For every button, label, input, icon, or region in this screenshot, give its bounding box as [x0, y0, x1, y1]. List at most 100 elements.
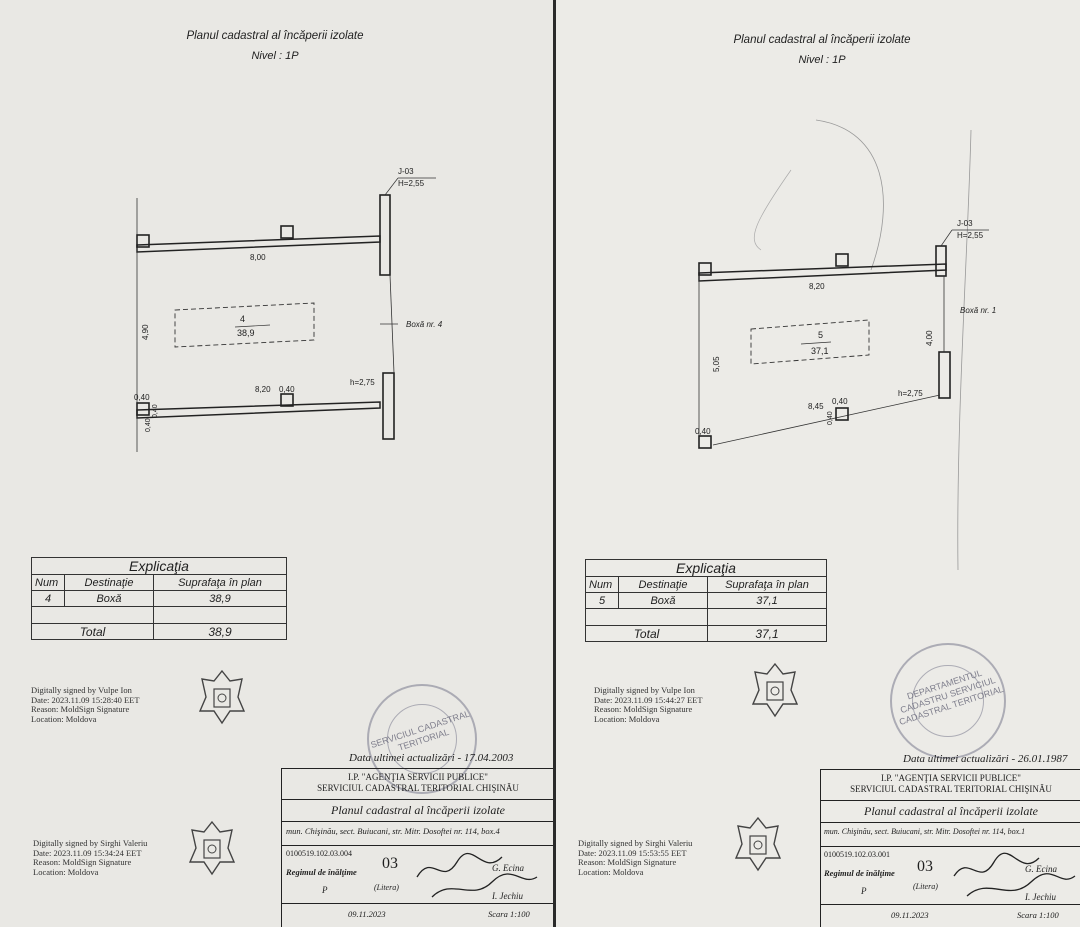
explication-table: Explicaţia Num Destinaţie Suprafaţa în p…	[31, 557, 287, 640]
explication-header: Explicaţia	[585, 559, 827, 577]
box-label: Boxă nr. 4	[406, 320, 443, 329]
right-wall-lower	[938, 351, 951, 399]
digital-signature-1: Digitally signed by Vulpe Ion Date: 2023…	[31, 685, 140, 724]
signature-line: Date: 2023.11.09 15:28:40 EET	[31, 694, 140, 705]
regime-value: P	[322, 885, 328, 895]
top-width-label: 8,20	[809, 282, 825, 291]
issue-date: 09.11.2023	[348, 909, 386, 919]
signature-line: Reason: MoldSign Signature	[578, 857, 677, 867]
pillar-dim-label: 0,40	[832, 397, 848, 406]
handwritten-signature	[416, 853, 538, 898]
col-num: Num	[585, 576, 619, 593]
signature-line: Reason: MoldSign Signature	[33, 857, 132, 867]
person-2: I. Jechiu	[1025, 892, 1056, 902]
col-num: Num	[31, 574, 65, 591]
height-mark-2: H=2,55	[957, 231, 984, 240]
pencil-mark	[815, 119, 884, 271]
issue-date: 09.11.2023	[891, 910, 929, 920]
room-number-label: 5	[818, 330, 823, 340]
plan-title: Planul cadastral al încăperii izolate	[733, 34, 911, 46]
coat-of-arms-icon	[188, 820, 236, 876]
right-wall-lower	[382, 372, 395, 440]
height-mark-leader	[940, 229, 953, 247]
col-area: Suprafaţa în plan	[707, 576, 827, 593]
signature-line: Date: 2023.11.09 15:44:27 EET	[594, 694, 703, 705]
right-length-label: 4,00	[925, 330, 934, 346]
empty-cell	[153, 606, 287, 624]
org-name: I.P. "AGENŢIA SERVICII PUBLICE"	[348, 772, 488, 782]
litera-label: (Litera)	[374, 883, 399, 892]
person-2: I. Jechiu	[492, 891, 523, 901]
top-wall	[698, 263, 947, 282]
bottom-boundary-line	[712, 394, 941, 446]
title-block: I.P. "AGENŢIA SERVICII PUBLICE" SERVICIU…	[281, 768, 553, 927]
bottom-wall	[136, 401, 381, 419]
address: mun. Chişinău, sect. Buiucani, str. Mitr…	[824, 827, 1026, 836]
col-dest: Destinaţie	[64, 574, 154, 591]
empty-cell	[31, 606, 154, 624]
handwritten-signature	[953, 852, 1076, 897]
last-update-date: Data ultimei actualizări - 26.01.1987	[903, 753, 1068, 765]
signature-line: Digitally signed by Vulpe Ion	[594, 685, 695, 695]
signature-line: Digitally signed by Vulpe Ion	[31, 685, 132, 695]
explication-table: Explicaţia Num Destinaţie Suprafaţa în p…	[585, 559, 827, 642]
cadastral-number: 0100519.102.03.001	[824, 850, 890, 859]
regime-value: P	[861, 886, 867, 896]
litera-label: (Litera)	[913, 882, 938, 891]
pillar-dim-label: 0,40	[827, 411, 834, 425]
right-sheet: Planul cadastral al încăperii izolate Ni…	[556, 0, 1080, 927]
room-label-divider	[800, 341, 832, 345]
row-num: 4	[31, 590, 65, 607]
regime-label: Regimul de înălţime	[824, 868, 895, 878]
side-length-label: 4,90	[141, 324, 150, 340]
left-length-label: 5,05	[712, 356, 721, 372]
digital-signature-1: Digitally signed by Vulpe Ion Date: 2023…	[594, 685, 703, 724]
plan-level: Nivel : 1P	[251, 50, 299, 62]
document-title: Planul cadastral al încăperii izolate	[864, 804, 1038, 818]
signature-line: Digitally signed by Sirghi Valeriu	[33, 838, 148, 848]
cadastral-number: 0100519.102.03.004	[286, 849, 352, 858]
org-service: SERVICIUL CADASTRAL TERITORIAL CHIŞINĂU	[850, 784, 1052, 794]
pillar	[835, 407, 849, 421]
row-area: 37,1	[707, 592, 827, 609]
pencil-mark	[957, 129, 972, 571]
coat-of-arms-icon	[734, 816, 782, 872]
digital-signature-2: Digitally signed by Sirghi Valeriu Date:…	[33, 838, 148, 877]
official-stamp: DEPARTAMENTUL CADASTRU SERVICIUL CADASTR…	[890, 643, 1006, 759]
explication-header: Explicaţia	[31, 557, 287, 575]
pillar	[835, 253, 849, 267]
pillar	[136, 234, 150, 248]
pillar-dim-label: 0,40	[145, 418, 152, 432]
height-mark-2: H=2,55	[398, 179, 425, 188]
signature-line: Location: Moldova	[594, 713, 660, 724]
bottom-width-label: 8,20	[255, 385, 271, 394]
room-label-divider	[234, 324, 271, 328]
row-dest: Boxă	[64, 590, 154, 607]
total-label: Total	[31, 623, 154, 640]
top-wall	[136, 235, 381, 253]
pillar	[698, 262, 712, 276]
box-label: Boxă nr. 1	[960, 306, 996, 315]
signature-line: Reason: MoldSign Signature	[31, 704, 130, 714]
pillar-dim-label: 0,40	[152, 404, 159, 418]
document-title: Planul cadastral al încăperii izolate	[331, 803, 505, 817]
person-1: G. Ecina	[1025, 864, 1057, 874]
pillar	[136, 402, 150, 416]
row-dest: Boxă	[618, 592, 708, 609]
right-wall-upper	[379, 194, 391, 276]
wall-height-label: h=2,75	[898, 389, 923, 398]
bottom-width-label: 8,45	[808, 402, 824, 411]
total-label: Total	[585, 625, 708, 642]
room-area-label: 38,9	[237, 328, 255, 338]
floor-plan-drawing: J-03 H=2,55 8,00 8,20 4,90 4 38,9 Boxă n…	[134, 167, 443, 452]
pillar	[698, 435, 712, 449]
room-number-label: 4	[240, 314, 245, 324]
pillar	[280, 225, 294, 239]
title-block: I.P. "AGENŢIA SERVICII PUBLICE" SERVICIU…	[820, 769, 1080, 927]
plan-title: Planul cadastral al încăperii izolate	[186, 30, 364, 42]
pencil-mark	[753, 169, 792, 251]
signature-line: Reason: MoldSign Signature	[594, 704, 693, 714]
pillar	[280, 393, 294, 407]
right-wall-upper	[935, 245, 947, 277]
signature-line: Location: Moldova	[33, 866, 99, 877]
